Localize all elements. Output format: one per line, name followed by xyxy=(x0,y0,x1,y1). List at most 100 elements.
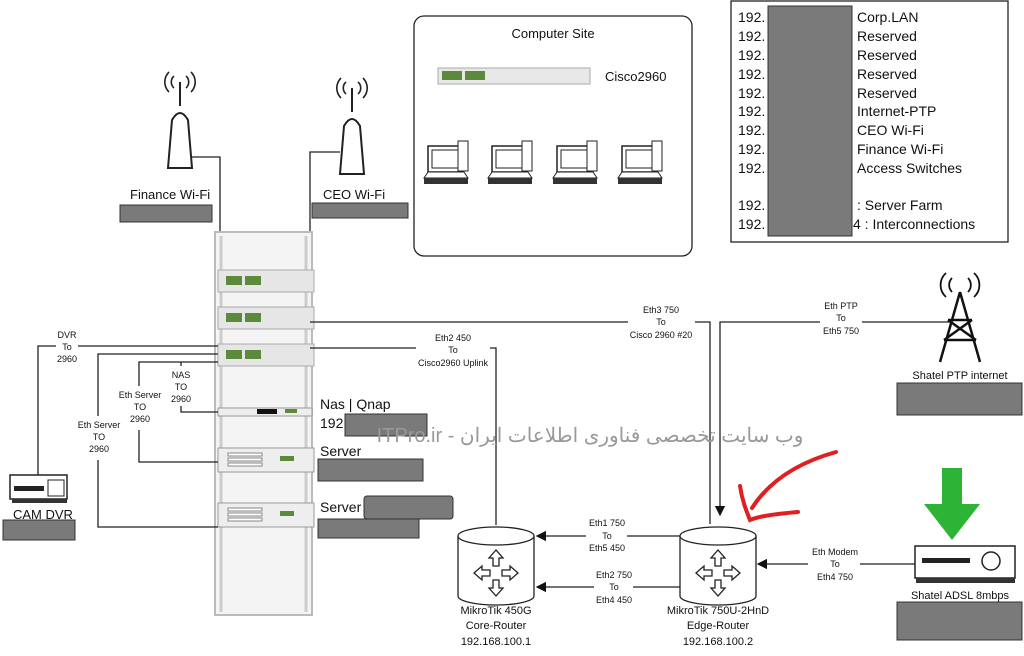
nas-ip: 192. xyxy=(320,415,347,431)
ip-prefix: 192. xyxy=(738,122,765,138)
ip-row-label: 4 : Interconnections xyxy=(853,216,975,232)
dvr-link-label: DVR To 2960 xyxy=(57,330,77,364)
svg-text:To: To xyxy=(62,342,72,352)
svg-text:2960: 2960 xyxy=(89,444,109,454)
core-router-role: Core-Router xyxy=(466,620,527,632)
server-icon xyxy=(217,502,315,528)
ip-row-label: Internet-PTP xyxy=(857,103,936,119)
edge-router-model: MikroTik 750U-2HnD xyxy=(667,605,769,617)
svg-text:DVR: DVR xyxy=(57,330,77,340)
svg-text:To: To xyxy=(602,531,612,541)
ip-prefix: 192. xyxy=(738,160,765,176)
ip-prefix: 192. xyxy=(738,141,765,157)
download-arrow-icon xyxy=(924,468,980,540)
ip-prefix: 192. xyxy=(738,197,765,213)
svg-text:TO: TO xyxy=(175,382,187,392)
svg-text:To: To xyxy=(836,313,846,323)
svg-text:Eth5 750: Eth5 750 xyxy=(823,326,859,336)
adsl-modem-icon xyxy=(914,545,1016,583)
svg-text:To: To xyxy=(448,345,458,355)
svg-text:Cisco2960 Uplink: Cisco2960 Uplink xyxy=(418,358,489,368)
edge-router-ip: 192.168.100.2 xyxy=(683,636,753,648)
switch-icon xyxy=(217,343,315,367)
switch-icon xyxy=(217,306,315,330)
finance-wifi-label: Finance Wi-Fi xyxy=(130,187,210,202)
nas-link-label: NAS TO 2960 xyxy=(171,370,191,404)
core-router-ip: 192.168.100.1 xyxy=(461,636,531,648)
shatel-adsl-label: Shatel ADSL 8mbps xyxy=(911,590,1010,602)
redaction-mask xyxy=(317,518,420,539)
svg-text:Eth4 750: Eth4 750 xyxy=(817,572,853,582)
ip-prefix: 192. xyxy=(738,103,765,119)
annotation-arrow-icon xyxy=(738,450,838,523)
core-router-model: MikroTik 450G xyxy=(460,605,531,617)
ip-table: 192. 192. 192. 192. 192. 192. 192. 192. … xyxy=(730,0,1009,243)
ip-row-label: Reserved xyxy=(857,66,917,82)
cam-dvr-icon xyxy=(9,474,68,503)
nas-label: Nas | Qnap xyxy=(320,396,391,412)
ip-row-label: Finance Wi-Fi xyxy=(857,141,943,157)
edge-router-icon xyxy=(679,526,757,606)
ip-row-label: : Server Farm xyxy=(857,197,943,213)
redaction-mask xyxy=(896,601,1023,641)
svg-text:Eth4 450: Eth4 450 xyxy=(596,595,632,605)
ip-row-label: Reserved xyxy=(857,85,917,101)
svg-text:TO: TO xyxy=(134,402,146,412)
svg-text:TO: TO xyxy=(93,432,105,442)
ip-prefix: 192. xyxy=(738,28,765,44)
svg-text:2960: 2960 xyxy=(130,414,150,424)
redaction-mask xyxy=(317,458,424,482)
svg-text:NAS: NAS xyxy=(172,370,191,380)
redaction-mask xyxy=(896,382,1023,416)
redaction-mask xyxy=(2,519,76,541)
svg-text:Eth PTP: Eth PTP xyxy=(824,301,858,311)
svg-text:To: To xyxy=(830,559,840,569)
server1-label: Server xyxy=(320,443,362,459)
redaction-mask xyxy=(344,413,428,437)
computer-site-box: Computer Site Cisco2960 xyxy=(413,15,693,257)
svg-text:To: To xyxy=(609,582,619,592)
edge-router-role: Edge-Router xyxy=(687,620,750,632)
ip-prefix: 192. xyxy=(738,216,765,232)
ceo-wifi-antenna-icon xyxy=(335,77,369,175)
ip-prefix: 192. xyxy=(738,9,765,25)
computer-site-title: Computer Site xyxy=(511,26,594,41)
server-rack xyxy=(214,231,315,616)
redaction-mask xyxy=(311,202,409,219)
svg-text:Eth2 450: Eth2 450 xyxy=(435,333,471,343)
pc-icon xyxy=(423,140,469,185)
ip-prefix: 192. xyxy=(738,47,765,63)
pc-icon xyxy=(487,140,533,185)
svg-text:Cisco 2960 #20: Cisco 2960 #20 xyxy=(630,330,693,340)
svg-text:Eth1 750: Eth1 750 xyxy=(589,518,625,528)
server-icon xyxy=(217,447,315,473)
redaction-mask xyxy=(767,5,853,237)
svg-text:Eth3 750: Eth3 750 xyxy=(643,305,679,315)
svg-text:Eth2 750: Eth2 750 xyxy=(596,570,632,580)
svg-text:Eth5 450: Eth5 450 xyxy=(589,543,625,553)
core-router-icon xyxy=(457,526,535,606)
ip-row-label: Corp.LAN xyxy=(857,9,918,25)
ip-prefix: 192. xyxy=(738,85,765,101)
cisco2960-switch-icon xyxy=(437,67,591,85)
ip-row-label: Reserved xyxy=(857,47,917,63)
server2-label: Server xyxy=(320,499,362,515)
svg-text:Eth Server: Eth Server xyxy=(119,390,162,400)
ip-prefix: 192. xyxy=(738,66,765,82)
cam-dvr-label: CAM DVR xyxy=(13,507,73,522)
svg-text:Eth Server: Eth Server xyxy=(78,420,121,430)
svg-text:2960: 2960 xyxy=(171,394,191,404)
pc-icon xyxy=(617,140,663,185)
ip-row-label: Reserved xyxy=(857,28,917,44)
shatel-ptp-label: Shatel PTP internet xyxy=(912,370,1007,382)
svg-text:2960: 2960 xyxy=(57,354,77,364)
switch-icon xyxy=(217,269,315,293)
